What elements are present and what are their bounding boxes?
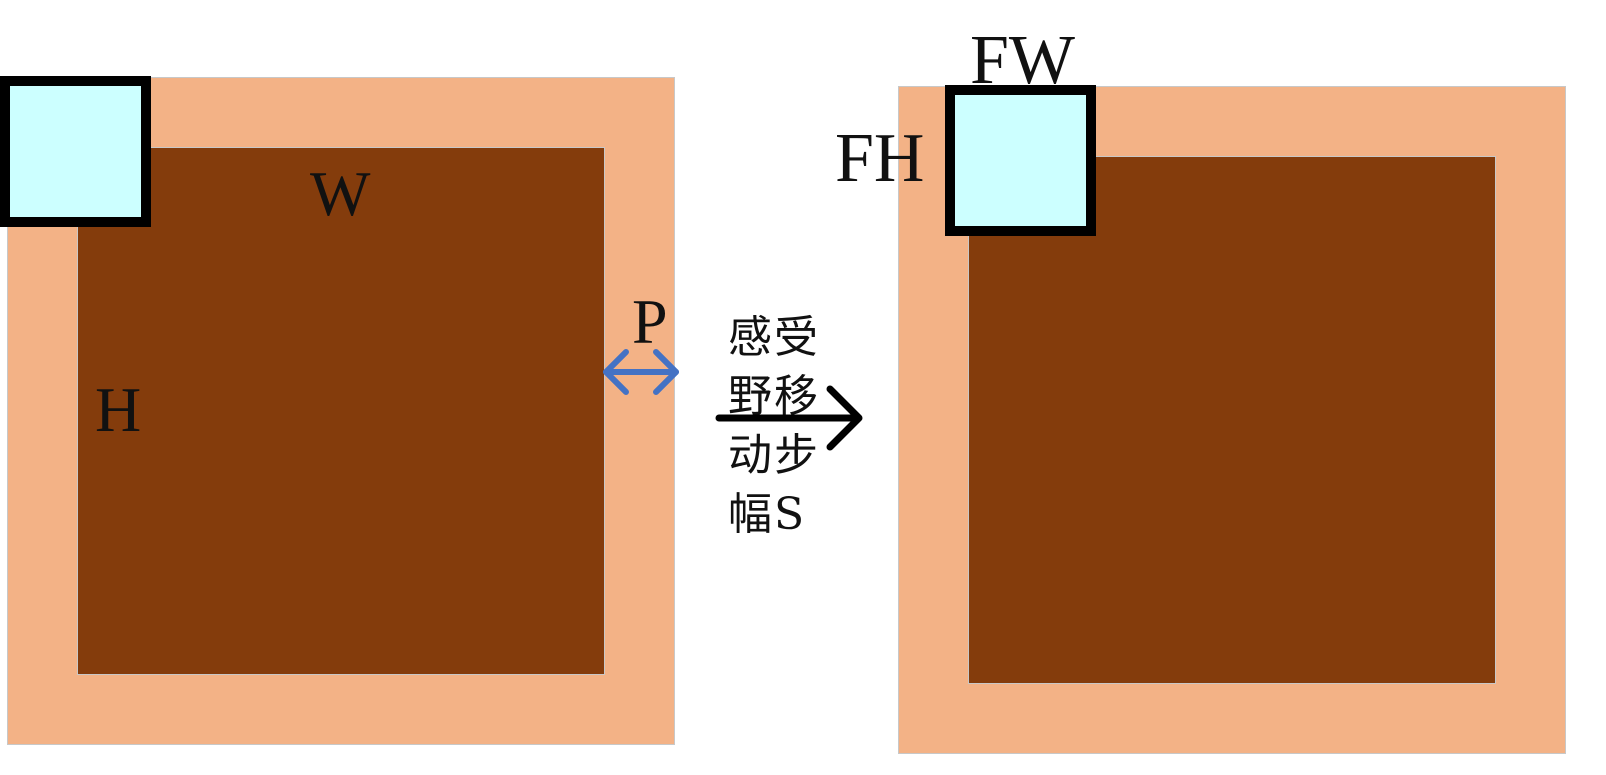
left-receptive-field (0, 76, 151, 227)
stride-label: 感受野移动步幅S (728, 312, 820, 540)
filter-width-label: FW (970, 22, 1075, 99)
padding-label: P (632, 286, 668, 357)
filter-height-label: FH (835, 120, 925, 197)
right-receptive-field (945, 85, 1096, 236)
input-height-label: H (95, 374, 142, 445)
right-input-region (968, 156, 1496, 684)
left-input-region (77, 147, 605, 675)
input-width-label: W (310, 158, 371, 229)
